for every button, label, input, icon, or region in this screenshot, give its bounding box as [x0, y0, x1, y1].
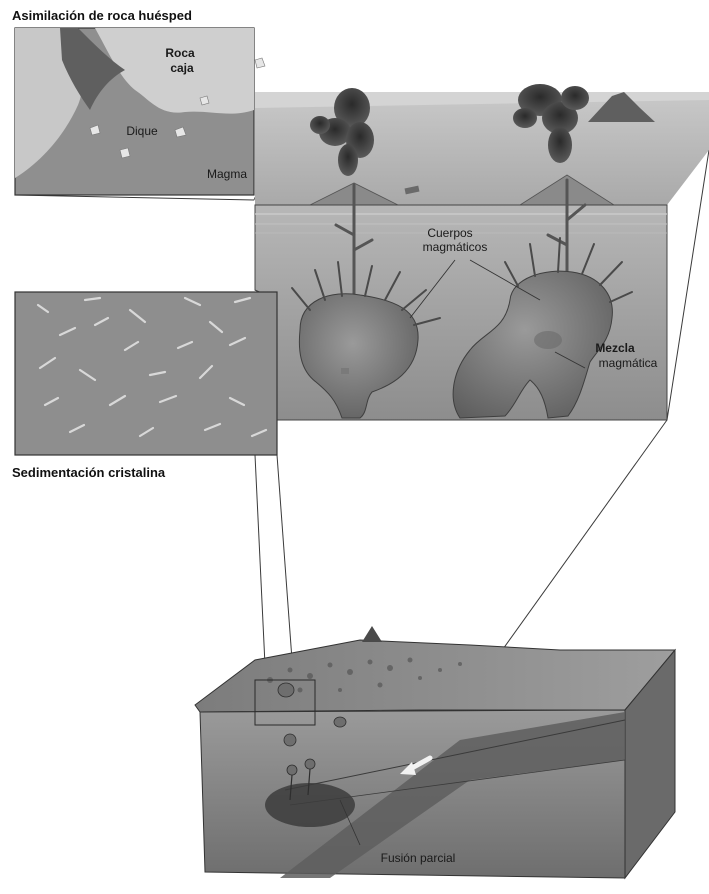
partial-melting-label: Fusión parcial	[381, 851, 456, 865]
block-top-surface	[195, 640, 675, 712]
magma-label: Magma	[207, 167, 247, 181]
host-rock-label-line2: caja	[170, 61, 194, 75]
crystal-settling-caption: Sedimentación cristalina	[12, 465, 165, 480]
tectonic-block-diagram: Fusión parcial	[195, 626, 675, 878]
small-volcano	[362, 626, 382, 642]
host-rock-label-line1: Roca	[165, 46, 195, 60]
inset-assimilation: Roca caja Dique Magma	[15, 28, 265, 195]
magma-mixing-label-line2: magmática	[599, 356, 658, 370]
magma-bodies-label-line1: Cuerpos	[427, 226, 472, 240]
crust-cross-section: Cuerpos magmáticos Mezcla magmática	[255, 180, 667, 420]
assimilation-caption: Asimilación de roca huésped	[12, 8, 192, 23]
magma-mixing-label-line1: Mezcla	[595, 341, 635, 355]
partial-melting-zone	[265, 783, 355, 827]
magma-bodies-label-line2: magmáticos	[423, 240, 488, 254]
dike-label: Dique	[126, 124, 158, 138]
inset-crystal-settling	[15, 292, 277, 455]
sea-surface-panel	[255, 84, 709, 205]
